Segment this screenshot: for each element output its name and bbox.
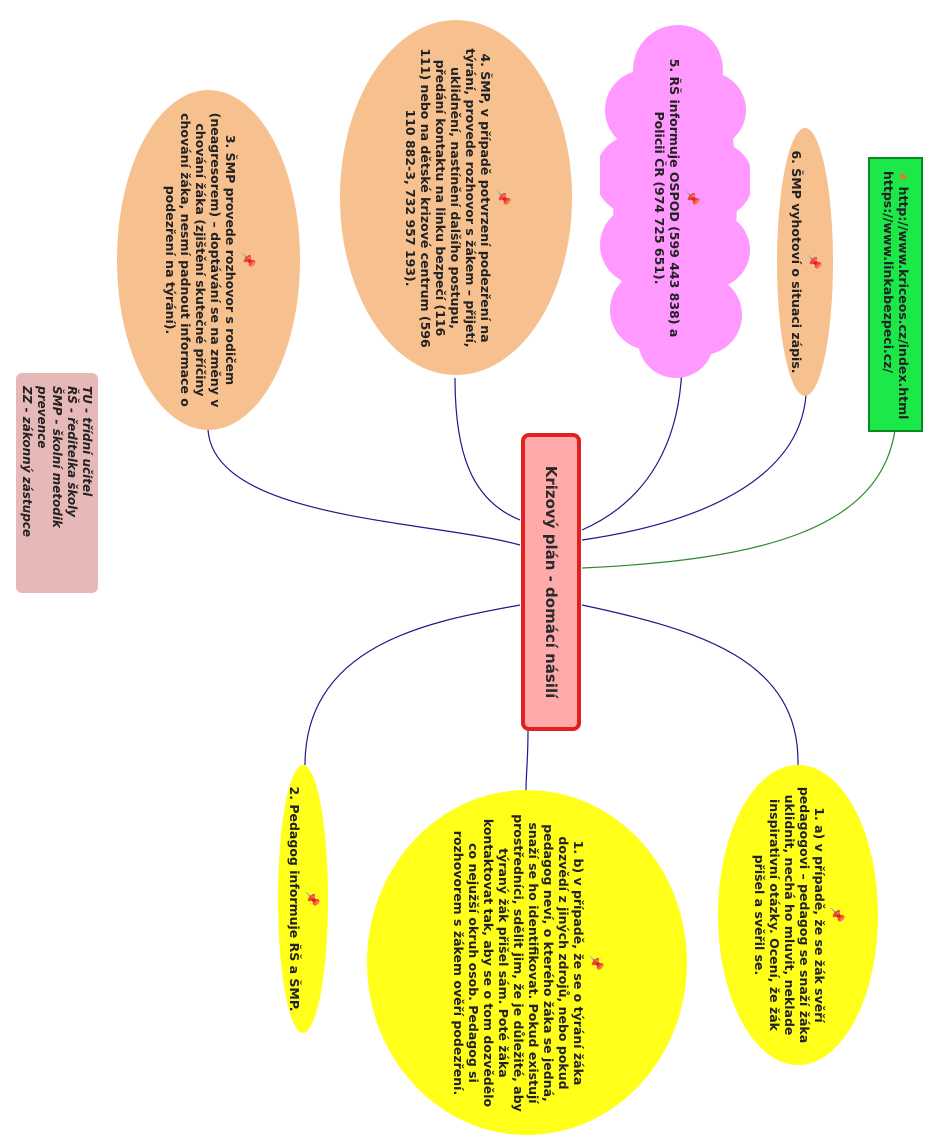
node-1b-text: 1. b) v případě, že se o týrání žáka doz… bbox=[451, 813, 587, 1112]
node-1b[interactable]: 📌 1. b) v případě, že se o týrání žáka d… bbox=[367, 790, 687, 1135]
node-4-text: 4. ŠMP, v případě potvrzení podezření na… bbox=[403, 47, 493, 348]
connector-to-node-1a bbox=[581, 604, 799, 766]
connector-to-node-2 bbox=[304, 604, 521, 766]
node-1a[interactable]: 📌 1. a) v případě, že se žák svěří pedag… bbox=[718, 765, 878, 1065]
node-2-text: 2. Pedagog informuje ŘŠ a ŠMP. bbox=[287, 786, 303, 1012]
node-2[interactable]: 📌 2. Pedagog informuje ŘŠ a ŠMP. bbox=[278, 765, 328, 1033]
links-box[interactable]: ★ http://www.kriceos.cz/index.html https… bbox=[868, 157, 923, 432]
node-6[interactable]: 📌 6. ŠMP vyhotoví o situaci zápis. bbox=[777, 128, 833, 396]
legend-box: TU - třídní učitel ŘŠ - ředitelka školy … bbox=[16, 373, 98, 593]
cloud-shape bbox=[600, 25, 750, 378]
pushpin-icon: 📌 bbox=[806, 253, 822, 271]
node-3-text: 3. ŠMP provede rozhovor s rodičem (neagr… bbox=[163, 112, 238, 408]
pushpin-icon: 📌 bbox=[240, 251, 255, 269]
node-1a-text: 1. a) v případě, že se žák svěří pedagog… bbox=[752, 786, 828, 1044]
connector-to-node-4 bbox=[454, 377, 521, 521]
pushpin-icon: 📌 bbox=[304, 890, 320, 908]
connector-to-node-5 bbox=[581, 364, 683, 531]
node-5-text: 5. ŘŠ informuje OSPOD (599 443 838) a Po… bbox=[652, 58, 682, 337]
legend-item: TU - třídní učitel bbox=[80, 386, 95, 497]
center-node[interactable]: Krizový plán - domácí násilí bbox=[521, 433, 581, 731]
connector-to-node-6 bbox=[581, 394, 807, 541]
legend-item: ZZ - zákonný zástupce bbox=[20, 386, 35, 538]
legend-item: ŠMP - školní metodik prevence bbox=[35, 386, 65, 528]
node-4[interactable]: 📌 4. ŠMP, v případě potvrzení podezření … bbox=[340, 20, 572, 375]
pushpin-icon: 📌 bbox=[495, 189, 510, 206]
pushpin-icon: 📌 bbox=[684, 189, 699, 206]
pushpin-icon: 📌 bbox=[829, 906, 845, 924]
center-title: Krizový plán - domácí násilí bbox=[542, 465, 561, 699]
connector-to-node-3 bbox=[207, 429, 521, 546]
connector-to-links bbox=[581, 429, 896, 569]
link-kriceos[interactable]: ★ http://www.kriceos.cz/index.html bbox=[895, 170, 911, 419]
node-5[interactable]: 📌 5. ŘŠ informuje OSPOD (599 443 838) a … bbox=[600, 15, 750, 380]
star-icon: ★ bbox=[895, 170, 911, 182]
legend-item: ŘŠ - ředitelka školy bbox=[65, 386, 80, 518]
connector-to-node-1b bbox=[525, 730, 529, 791]
node-6-text: 6. ŠMP vyhotoví o situaci zápis. bbox=[789, 150, 805, 374]
node-3[interactable]: 📌 3. ŠMP provede rozhovor s rodičem (nea… bbox=[117, 90, 300, 430]
link-linkabezpeci[interactable]: https://www.linkabezpeci.cz/ bbox=[880, 170, 896, 373]
pushpin-icon: 📌 bbox=[588, 954, 604, 971]
